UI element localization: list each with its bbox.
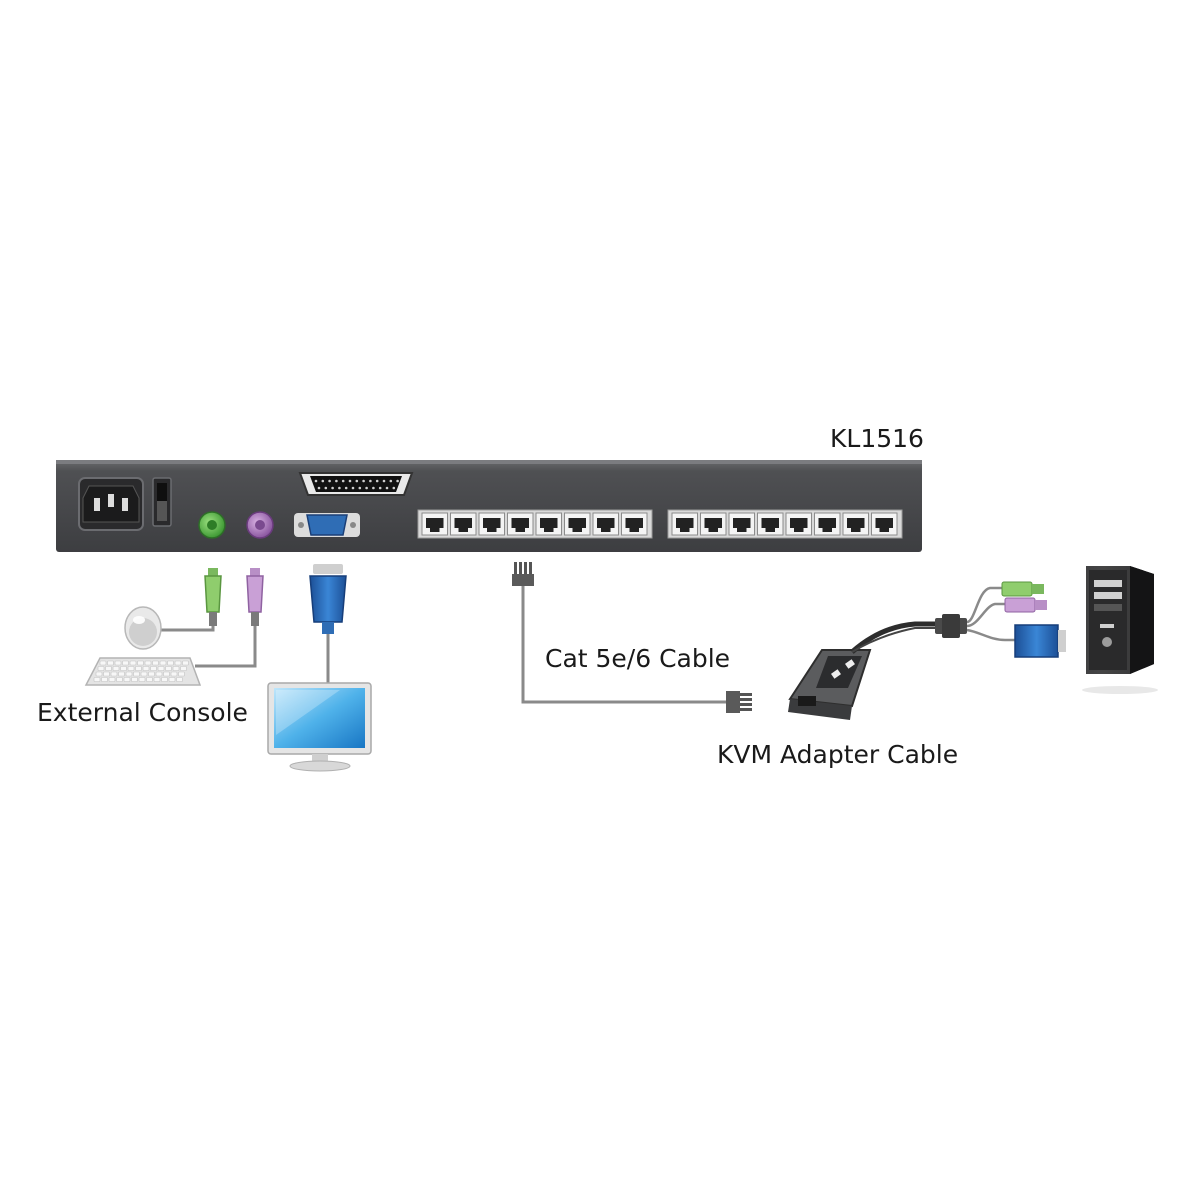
vga-port-icon — [294, 513, 360, 537]
cat-cable-label: Cat 5e/6 Cable — [545, 644, 731, 673]
ps2-purple-plug-small-icon — [1004, 597, 1047, 613]
device-model-label: KL1516 — [830, 424, 924, 453]
rj45-port-icon — [700, 512, 727, 536]
mouse-icon — [124, 606, 162, 650]
rj45-port-icon — [564, 512, 591, 536]
cat-cable-line — [521, 586, 726, 704]
ps2-mouse-plug-icon — [246, 568, 264, 626]
serial-pins — [314, 479, 399, 490]
rj45-port-icon — [871, 512, 898, 536]
kvm-adapter-label: KVM Adapter Cable — [717, 740, 959, 769]
rj45-port-icon — [728, 512, 755, 536]
rj45-port-icon — [535, 512, 562, 536]
rj45-port-icon — [507, 512, 534, 536]
rj45-port-icon — [814, 512, 841, 536]
rj45-port-icon — [592, 512, 619, 536]
power-socket-icon — [78, 477, 144, 531]
breakout-connector-icon — [935, 614, 967, 638]
rj45-port-banks — [417, 509, 903, 539]
cat-cable-plug-bottom — [726, 691, 752, 713]
rj45-port-icon — [842, 512, 869, 536]
cat-cable-plug-top — [512, 562, 534, 586]
ps2-green-plug-small-icon — [1001, 581, 1044, 597]
kvm-adapter-icon — [788, 621, 935, 720]
monitor-icon — [267, 682, 372, 772]
ps2-keyboard-plug-icon — [204, 568, 222, 626]
rj45-port-icon — [671, 512, 698, 536]
ps2-keyboard-port-icon — [198, 511, 226, 539]
keyboard-icon — [84, 657, 202, 686]
power-switch-icon — [152, 477, 172, 527]
vga-plug-small-icon — [1014, 624, 1066, 658]
rj45-port-icon — [450, 512, 477, 536]
ps2-mouse-port-icon — [246, 511, 274, 539]
rj45-port-icon — [621, 512, 648, 536]
external-console-label: External Console — [37, 698, 248, 727]
vga-plug-icon — [309, 564, 347, 634]
rj45-port-icon — [785, 512, 812, 536]
rj45-port-icon — [478, 512, 505, 536]
rj45-port-icon — [757, 512, 784, 536]
pc-tower-icon — [1082, 566, 1158, 694]
console-cables — [160, 626, 330, 683]
rj45-port-icon — [421, 512, 448, 536]
breakout-cables — [966, 586, 1015, 642]
serial-port-icon — [298, 472, 414, 496]
